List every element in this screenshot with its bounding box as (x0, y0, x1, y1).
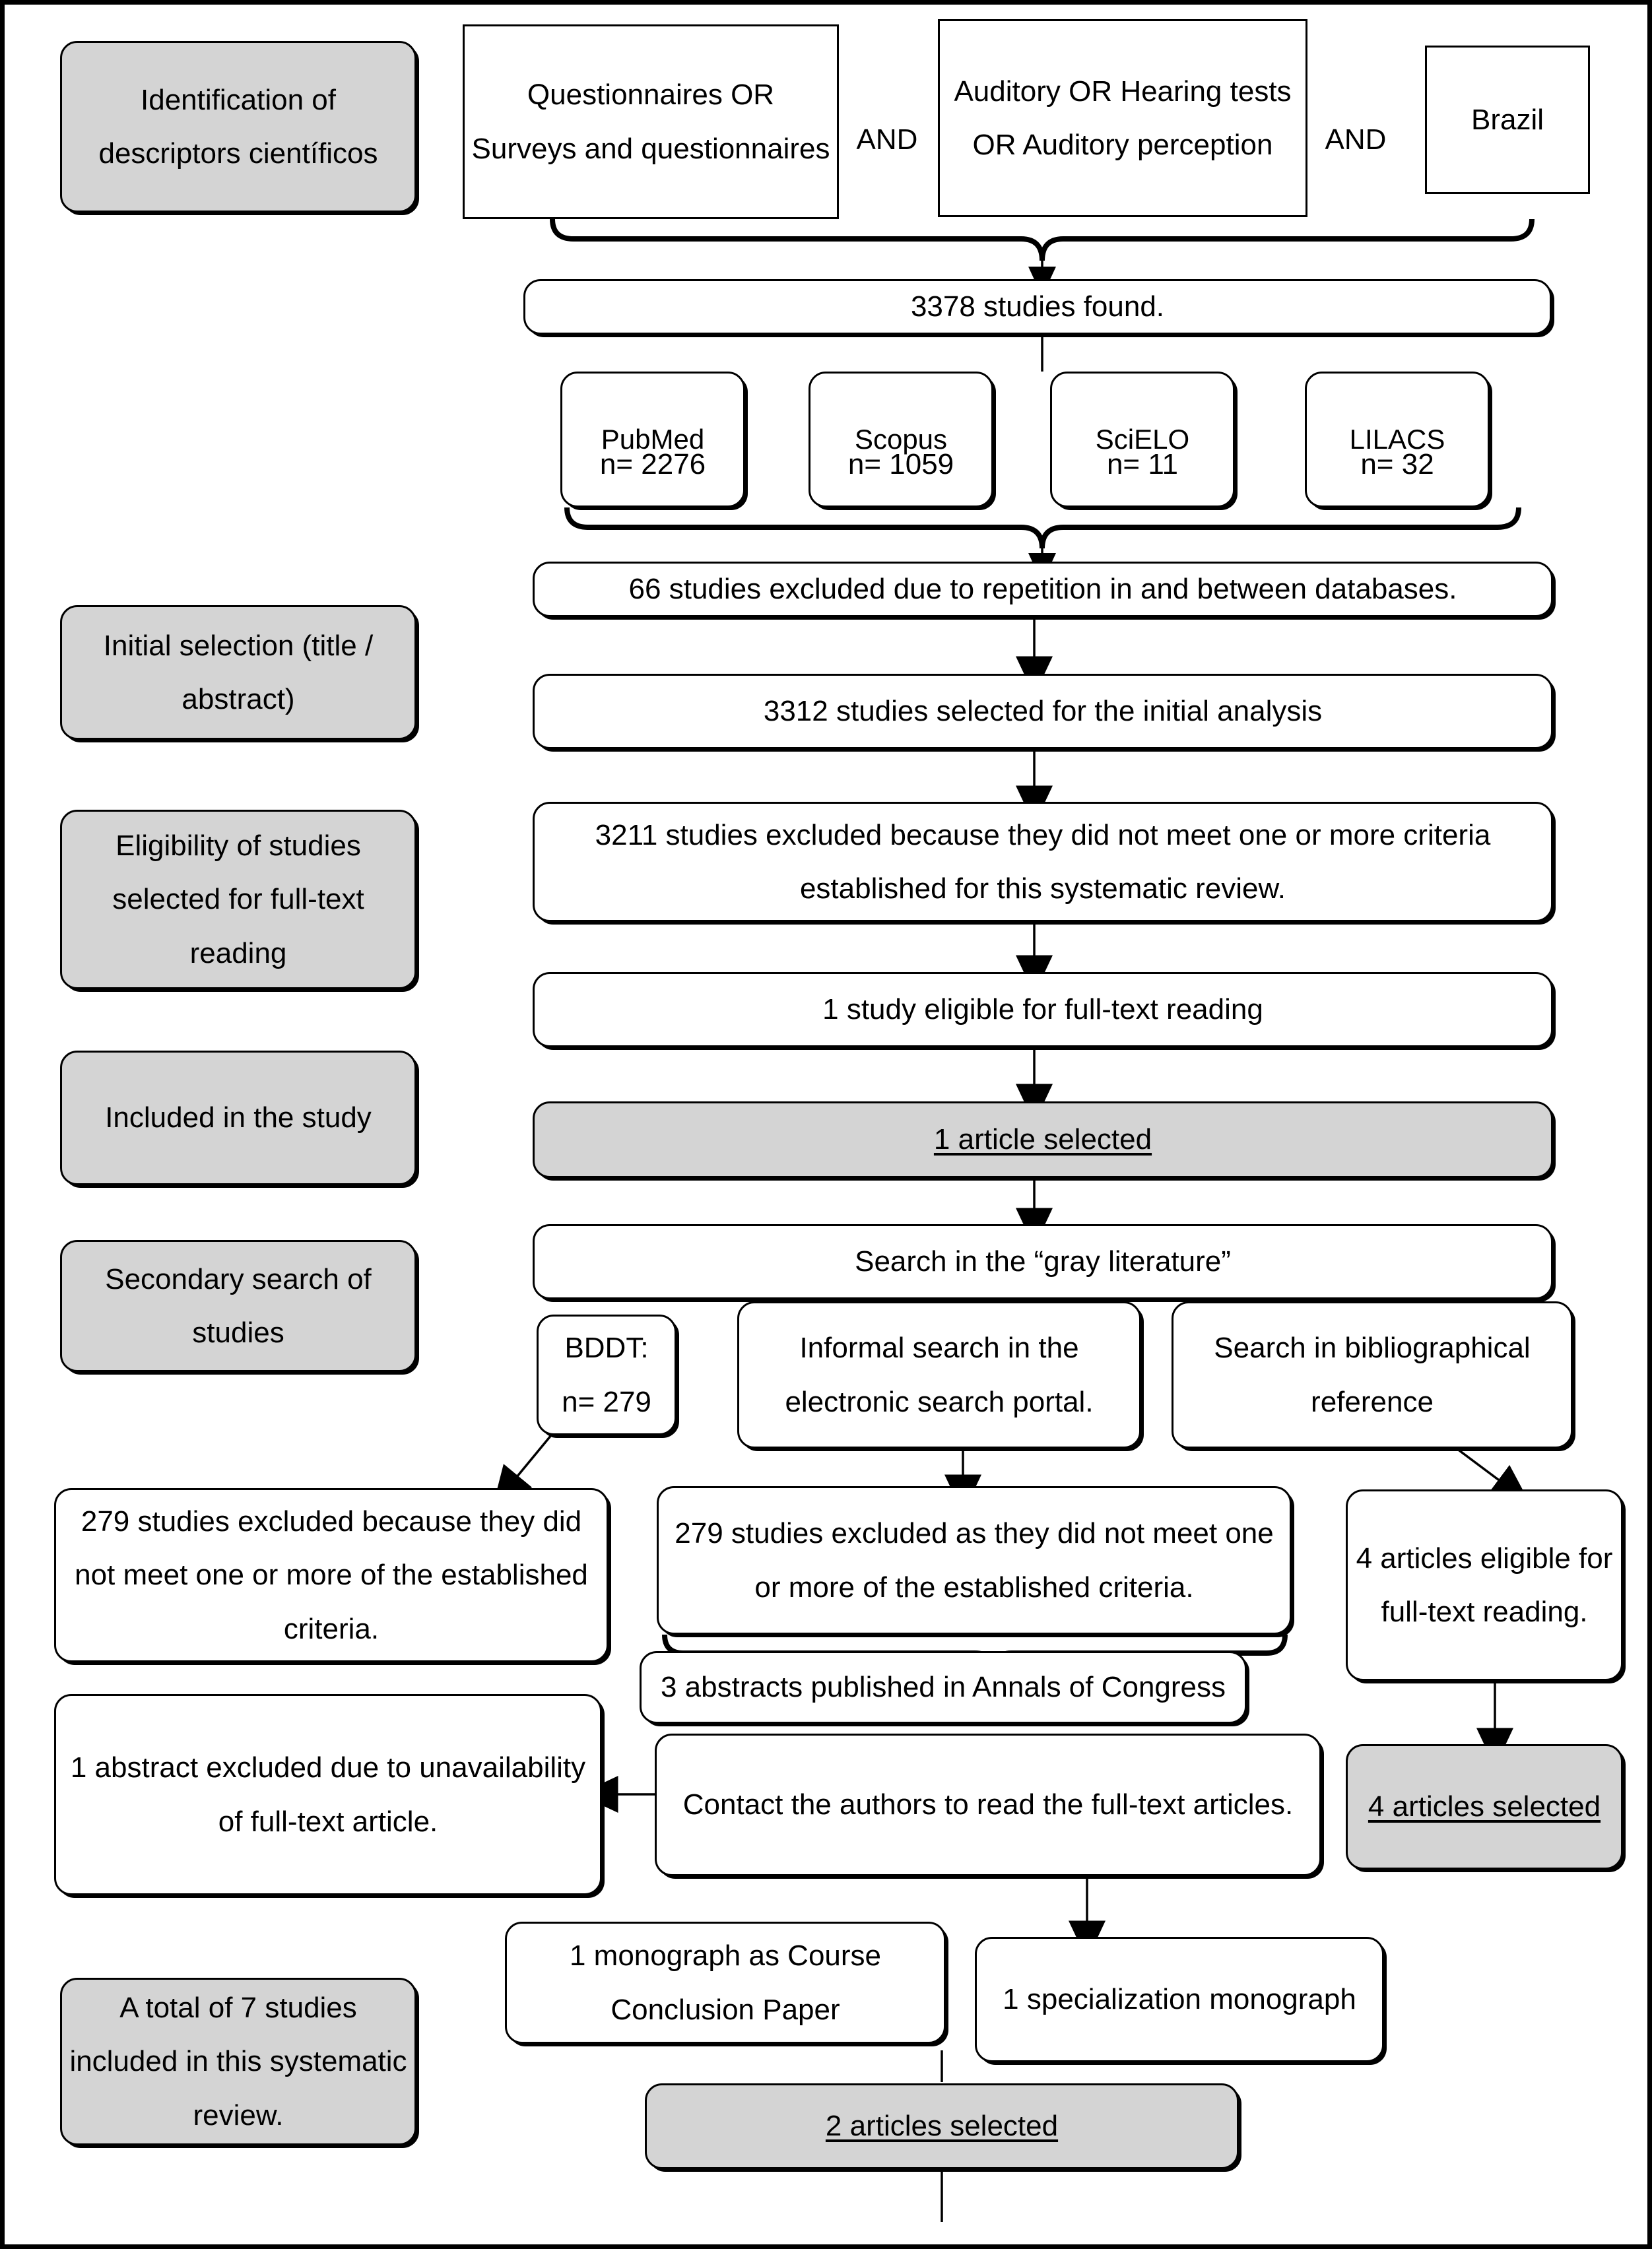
studies-found-label: 3378 studies found. (910, 290, 1165, 323)
database-scielo-label: SciELO (1095, 424, 1190, 455)
gray-source-bddt-label: BDDT: n= 279 (562, 1332, 651, 1418)
database-box-scielo: SciELO (1050, 372, 1235, 507)
abstract-excluded-label: 1 abstract excluded due to unavailabilit… (70, 1751, 586, 1838)
gray-source-bibliographic: Search in bibliographical reference (1172, 1301, 1573, 1449)
excluded-repetition-label: 66 studies excluded due to repetition in… (628, 573, 1457, 606)
stage-secondary-search: Secondary search of studies (60, 1240, 416, 1372)
stage-secondary-search-label: Secondary search of studies (105, 1262, 372, 1349)
abstracts-congress-label: 3 abstracts published in Annals of Congr… (660, 1671, 1226, 1704)
articles-eligible-4-label: 4 articles eligible for full-text readin… (1356, 1542, 1613, 1628)
article-selected-1-label: 1 article selected (933, 1123, 1152, 1156)
database-scopus-count: n= 1059 (847, 448, 954, 480)
articles-selected-4-label: 4 articles selected (1368, 1790, 1601, 1823)
stage-identification: Identification of descriptors científico… (60, 41, 416, 212)
eligible-fulltext-box: 1 study eligible for full-text reading (533, 972, 1553, 1047)
database-box-lilacs: LILACS (1305, 372, 1490, 507)
database-pubmed-count: n= 2276 (599, 448, 706, 480)
operator-and-2: AND (1313, 120, 1399, 160)
excluded-279-mid-box: 279 studies excluded as they did not mee… (657, 1486, 1292, 1635)
operator-and-1: AND (844, 120, 930, 160)
eligible-fulltext-label: 1 study eligible for full-text reading (822, 993, 1263, 1026)
excluded-repetition-box: 66 studies excluded due to repetition in… (533, 562, 1553, 617)
stage-eligibility-label: Eligibility of studies selected for full… (112, 829, 364, 969)
contact-authors-label: Contact the authors to read the full-tex… (682, 1788, 1294, 1821)
search-term-1: Questionnaires OR Surveys and questionna… (463, 24, 839, 219)
monograph-course-box: 1 monograph as Course Conclusion Paper (505, 1922, 946, 2044)
stage-initial-selection: Initial selection (title / abstract) (60, 605, 416, 740)
database-lilacs-label: LILACS (1349, 424, 1445, 455)
search-term-1-label: Questionnaires OR Surveys and questionna… (471, 79, 830, 165)
abstracts-congress-box: 3 abstracts published in Annals of Congr… (640, 1651, 1247, 1724)
stage-total-included: A total of 7 studies included in this sy… (60, 1978, 416, 2145)
selected-initial-box: 3312 studies selected for the initial an… (533, 674, 1553, 749)
excluded-279-mid-label: 279 studies excluded as they did not mee… (675, 1517, 1274, 1604)
contact-authors-box: Contact the authors to read the full-tex… (655, 1734, 1321, 1876)
studies-found-box: 3378 studies found. (523, 279, 1552, 335)
operator-and-2-label: AND (1325, 123, 1387, 156)
gray-source-bddt: BDDT: n= 279 (537, 1315, 677, 1435)
articles-selected-2-label: 2 articles selected (825, 2110, 1059, 2143)
stage-included-label: Included in the study (105, 1101, 372, 1134)
excluded-279-left-label: 279 studies excluded because they did no… (75, 1505, 588, 1645)
selected-initial-label: 3312 studies selected for the initial an… (763, 695, 1323, 728)
stage-total-label: A total of 7 studies included in this sy… (69, 1991, 407, 2132)
stage-included: Included in the study (60, 1051, 416, 1185)
stage-identification-label: Identification of descriptors científico… (98, 83, 378, 170)
database-pubmed-label: PubMed (601, 424, 705, 455)
operator-and-1-label: AND (856, 123, 918, 156)
search-term-3-label: Brazil (1470, 103, 1544, 136)
database-lilacs-count: n= 32 (1360, 448, 1434, 480)
article-selected-1-box: 1 article selected (533, 1101, 1553, 1178)
articles-selected-2-box: 2 articles selected (645, 2083, 1239, 2169)
articles-eligible-4-box: 4 articles eligible for full-text readin… (1346, 1489, 1623, 1681)
search-term-2: Auditory OR Hearing tests OR Auditory pe… (938, 19, 1307, 217)
excluded-criteria-label: 3211 studies excluded because they did n… (595, 818, 1491, 905)
database-box-pubmed: PubMed (560, 372, 745, 507)
database-box-scopus: Scopus (809, 372, 993, 507)
gray-source-bibliographic-label: Search in bibliographical reference (1214, 1332, 1531, 1418)
gray-source-informal: Informal search in the electronic search… (737, 1301, 1141, 1449)
search-term-3: Brazil (1425, 46, 1590, 194)
articles-selected-4-box: 4 articles selected (1346, 1744, 1623, 1870)
abstract-excluded-box: 1 abstract excluded due to unavailabilit… (54, 1694, 602, 1895)
excluded-279-left-box: 279 studies excluded because they did no… (54, 1488, 609, 1662)
stage-eligibility: Eligibility of studies selected for full… (60, 810, 416, 989)
database-scielo-count: n= 11 (1106, 448, 1179, 480)
monograph-specialization-box: 1 specialization monograph (975, 1937, 1384, 2062)
gray-literature-label: Search in the “gray literature” (855, 1245, 1231, 1278)
gray-literature-box: Search in the “gray literature” (533, 1224, 1553, 1299)
monograph-course-label: 1 monograph as Course Conclusion Paper (569, 1939, 882, 2026)
stage-initial-selection-label: Initial selection (title / abstract) (103, 629, 374, 715)
search-term-2-label: Auditory OR Hearing tests OR Auditory pe… (954, 75, 1292, 161)
monograph-specialization-label: 1 specialization monograph (1003, 1983, 1356, 2016)
database-scopus-label: Scopus (854, 424, 948, 455)
gray-source-informal-label: Informal search in the electronic search… (785, 1332, 1094, 1418)
excluded-criteria-box: 3211 studies excluded because they did n… (533, 802, 1553, 922)
